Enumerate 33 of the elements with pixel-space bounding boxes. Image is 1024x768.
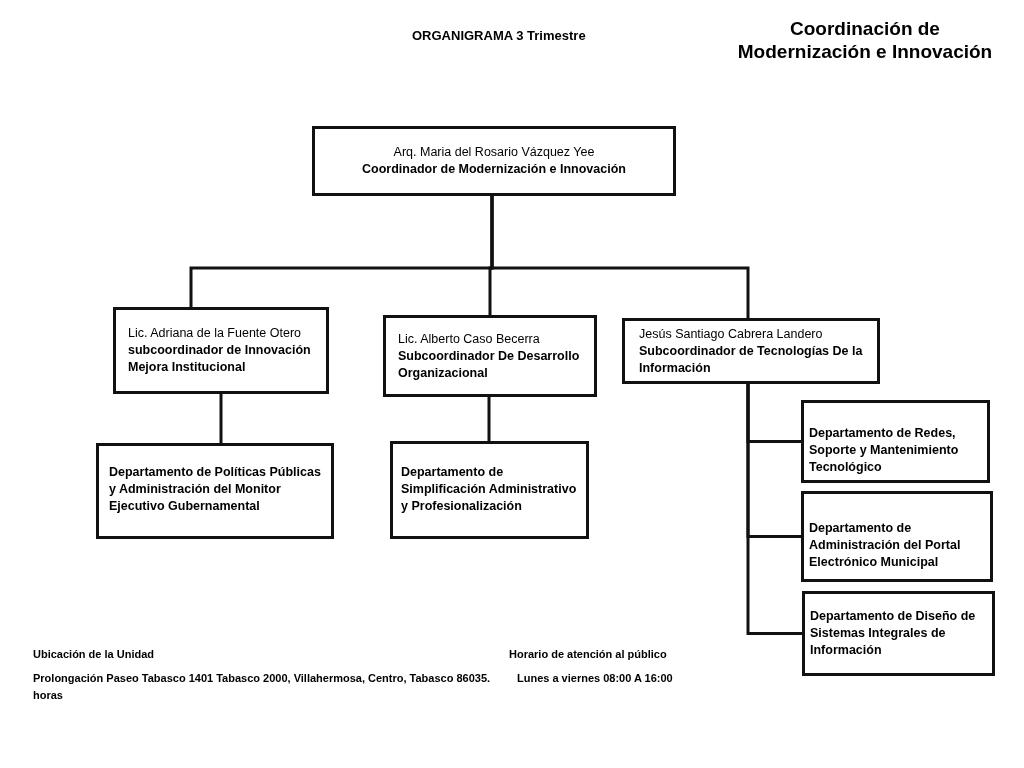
org-box	[801, 400, 990, 483]
org-box	[622, 318, 880, 384]
department-name: Departamento de Redes, Soporte y Mantenimiento Tecnológico	[809, 425, 960, 476]
org-box	[96, 443, 334, 539]
connector-line	[487, 397, 491, 441]
org-box	[312, 126, 676, 196]
org-box	[113, 307, 329, 394]
department-name: Departamento de Diseño de Sistemas Integrales de Información	[810, 608, 977, 659]
person-name: Lic. Alberto Caso Becerra	[398, 330, 540, 348]
department-name: Departamento de Administración del Portal Electrónico Municipal	[809, 520, 962, 571]
footer-note: Lunes a viernes 08:00 A 16:00	[517, 672, 673, 684]
org-box	[801, 491, 993, 582]
footer-note: Horario de atención al público	[509, 648, 667, 660]
org-box	[390, 441, 589, 539]
org-box	[383, 315, 597, 397]
position-title: Subcoordinador De Desarrollo Organizacional	[398, 347, 581, 382]
footer-note: horas	[33, 689, 63, 701]
title: Coordinación de Modernización e Innovación	[736, 17, 994, 63]
chart-heading: ORGANIGRAMA 3 Trimestre	[412, 28, 586, 43]
org-box	[802, 591, 995, 676]
footer-note: Prolongación Paseo Tabasco 1401 Tabasco 2000, Villahermosa, Centro, Tabasco 86035.	[33, 672, 491, 684]
person-name: Arq. Maria del Rosario Vázquez Yee	[393, 144, 595, 161]
footer-note: Ubicación de la Unidad	[33, 648, 155, 660]
person-name: Jesús Santiago Cabrera Landero	[639, 325, 823, 343]
connector-line	[746, 384, 802, 635]
department-name: Departamento de Políticas Públicas y Administración del Monitor Ejecutivo Gubernamental	[109, 464, 321, 515]
department-name: Departamento de Simplificación Administrativo y Profesionalización	[401, 464, 578, 515]
position-title: subcoordinador de Innovación Mejora Institucional	[128, 342, 312, 376]
position-title: Subcoordinador de Tecnologías De la Información	[639, 342, 863, 377]
person-name: Lic. Adriana de la Fuente Otero	[128, 325, 302, 342]
connector-line	[490, 196, 750, 318]
connector-line	[219, 394, 223, 443]
position-title: Coordinador de Modernización e Innovación	[362, 161, 626, 178]
